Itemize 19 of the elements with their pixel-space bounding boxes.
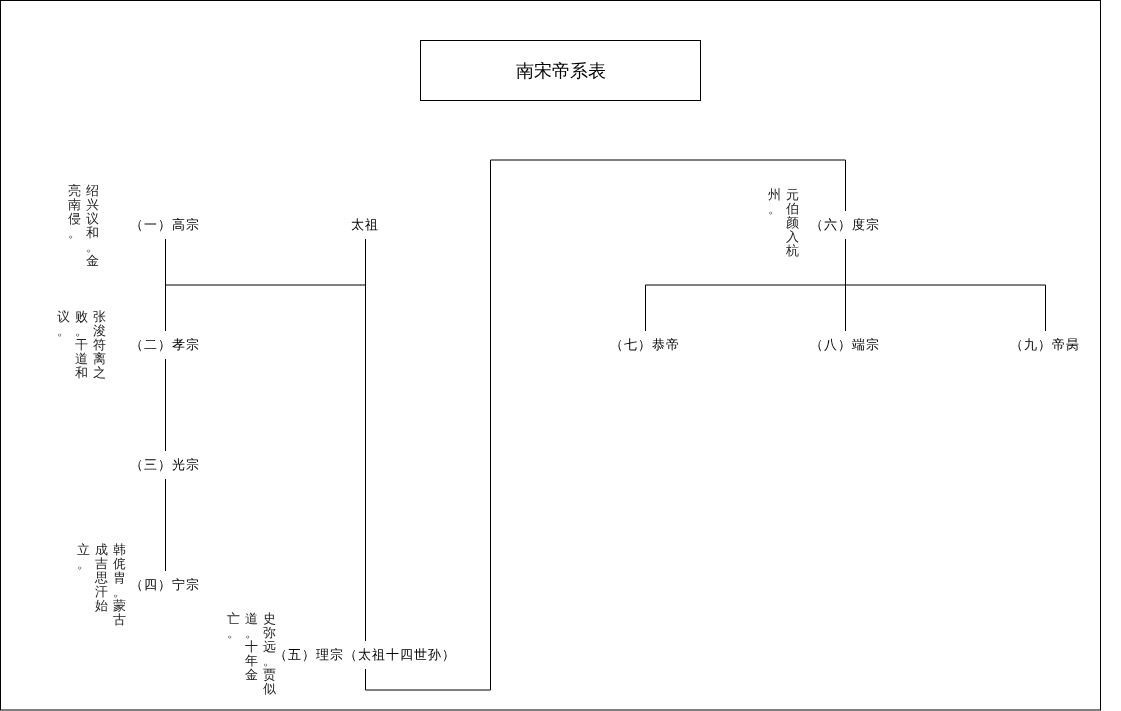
note-text: 绍兴议和。金亮南侵。 xyxy=(67,184,99,268)
lineage-line xyxy=(165,358,166,452)
emperor-name: （二）孝宗 xyxy=(130,331,200,359)
emperor-name: （七）恭帝 xyxy=(610,331,680,359)
lineage-line xyxy=(365,238,366,642)
note-text: 史弥远。贾似道。十年金亡。 xyxy=(226,612,276,696)
emperor-name: （六）度宗 xyxy=(810,211,880,239)
note-text: 韩侂胄。蒙古成吉思汗始立。 xyxy=(76,543,126,627)
emperor-name: （八）端宗 xyxy=(810,331,880,359)
emperor-name: （四）宁宗 xyxy=(130,571,200,599)
lineage-line xyxy=(365,159,846,691)
note-text: 元伯颜入杭州。 xyxy=(767,188,799,258)
emperor-name: （一）高宗 xyxy=(130,211,200,239)
lineage-line xyxy=(165,478,166,572)
emperor-name: （九）帝昺 xyxy=(1010,331,1080,359)
title-box: 南宋帝系表 xyxy=(420,40,701,101)
note-text: 张浚符离之败。干道和议。 xyxy=(56,310,106,380)
emperor-name: 太祖 xyxy=(351,211,379,239)
emperor-name: （三）光宗 xyxy=(130,451,200,479)
